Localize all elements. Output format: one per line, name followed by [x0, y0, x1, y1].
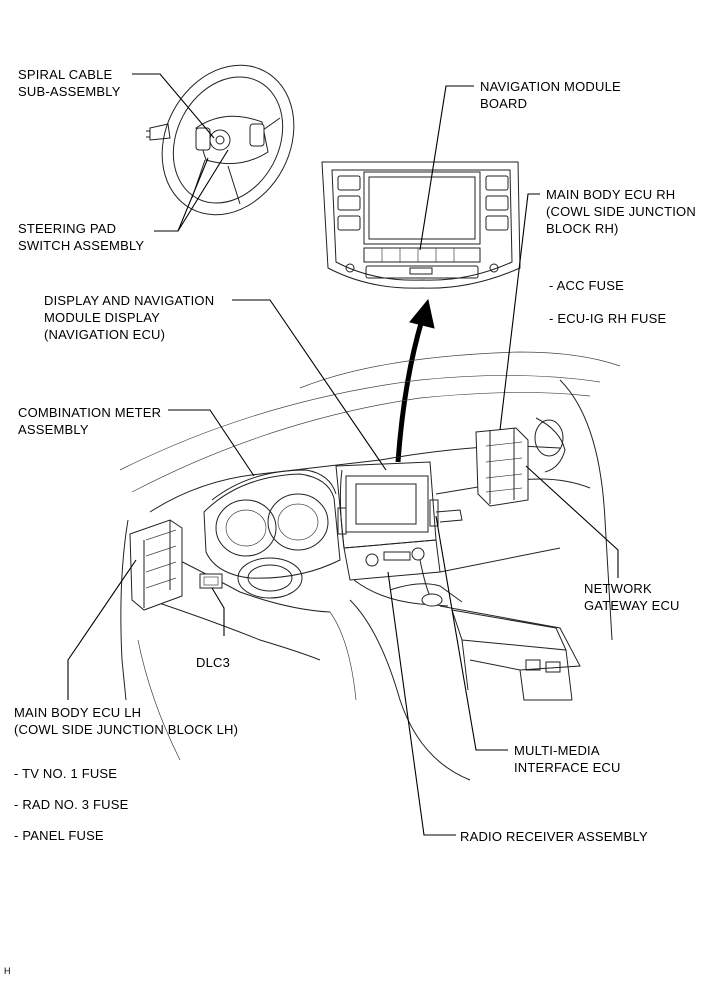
label-acc-fuse: - ACC FUSE: [549, 278, 624, 293]
label-main-body-ecu-lh: MAIN BODY ECU LH (COWL SIDE JUNCTION BLO…: [14, 705, 239, 737]
label-radio-receiver-assembly: RADIO RECEIVER ASSEMBLY: [460, 829, 648, 844]
label-display-navigation-module: DISPLAY AND NAVIGATION MODULE DISPLAY (N…: [44, 293, 215, 342]
instrument-panel-illustration: [119, 351, 621, 781]
label-main-body-ecu-rh: MAIN BODY ECU RH (COWL SIDE JUNCTION BLO…: [546, 187, 696, 236]
label-dlc3: DLC3: [196, 655, 231, 670]
label-combination-meter: COMBINATION METER ASSEMBLY: [18, 405, 162, 437]
label-panel-fuse: - PANEL FUSE: [14, 828, 104, 843]
label-ecu-ig-rh-fuse: - ECU-IG RH FUSE: [549, 311, 667, 326]
label-tv-no1-fuse: - TV NO. 1 FUSE: [14, 766, 118, 781]
label-network-gateway-ecu: NETWORK GATEWAY ECU: [584, 581, 680, 613]
label-rad-no3-fuse: - RAD NO. 3 FUSE: [14, 797, 129, 812]
removal-arrow: [395, 298, 435, 463]
navigation-module-illustration: [321, 161, 521, 289]
steering-wheel-illustration: [146, 64, 295, 216]
label-spiral-cable: SPIRAL CABLE SUB-ASSEMBLY: [18, 67, 121, 99]
label-steering-pad-switch: STEERING PAD SWITCH ASSEMBLY: [18, 221, 145, 253]
label-navigation-module-board: NAVIGATION MODULE BOARD: [480, 79, 621, 111]
label-multi-media-interface-ecu: MULTI-MEDIA INTERFACE ECU: [514, 743, 621, 775]
leader-lines: [67, 73, 619, 836]
corner-mark: H: [4, 966, 11, 976]
